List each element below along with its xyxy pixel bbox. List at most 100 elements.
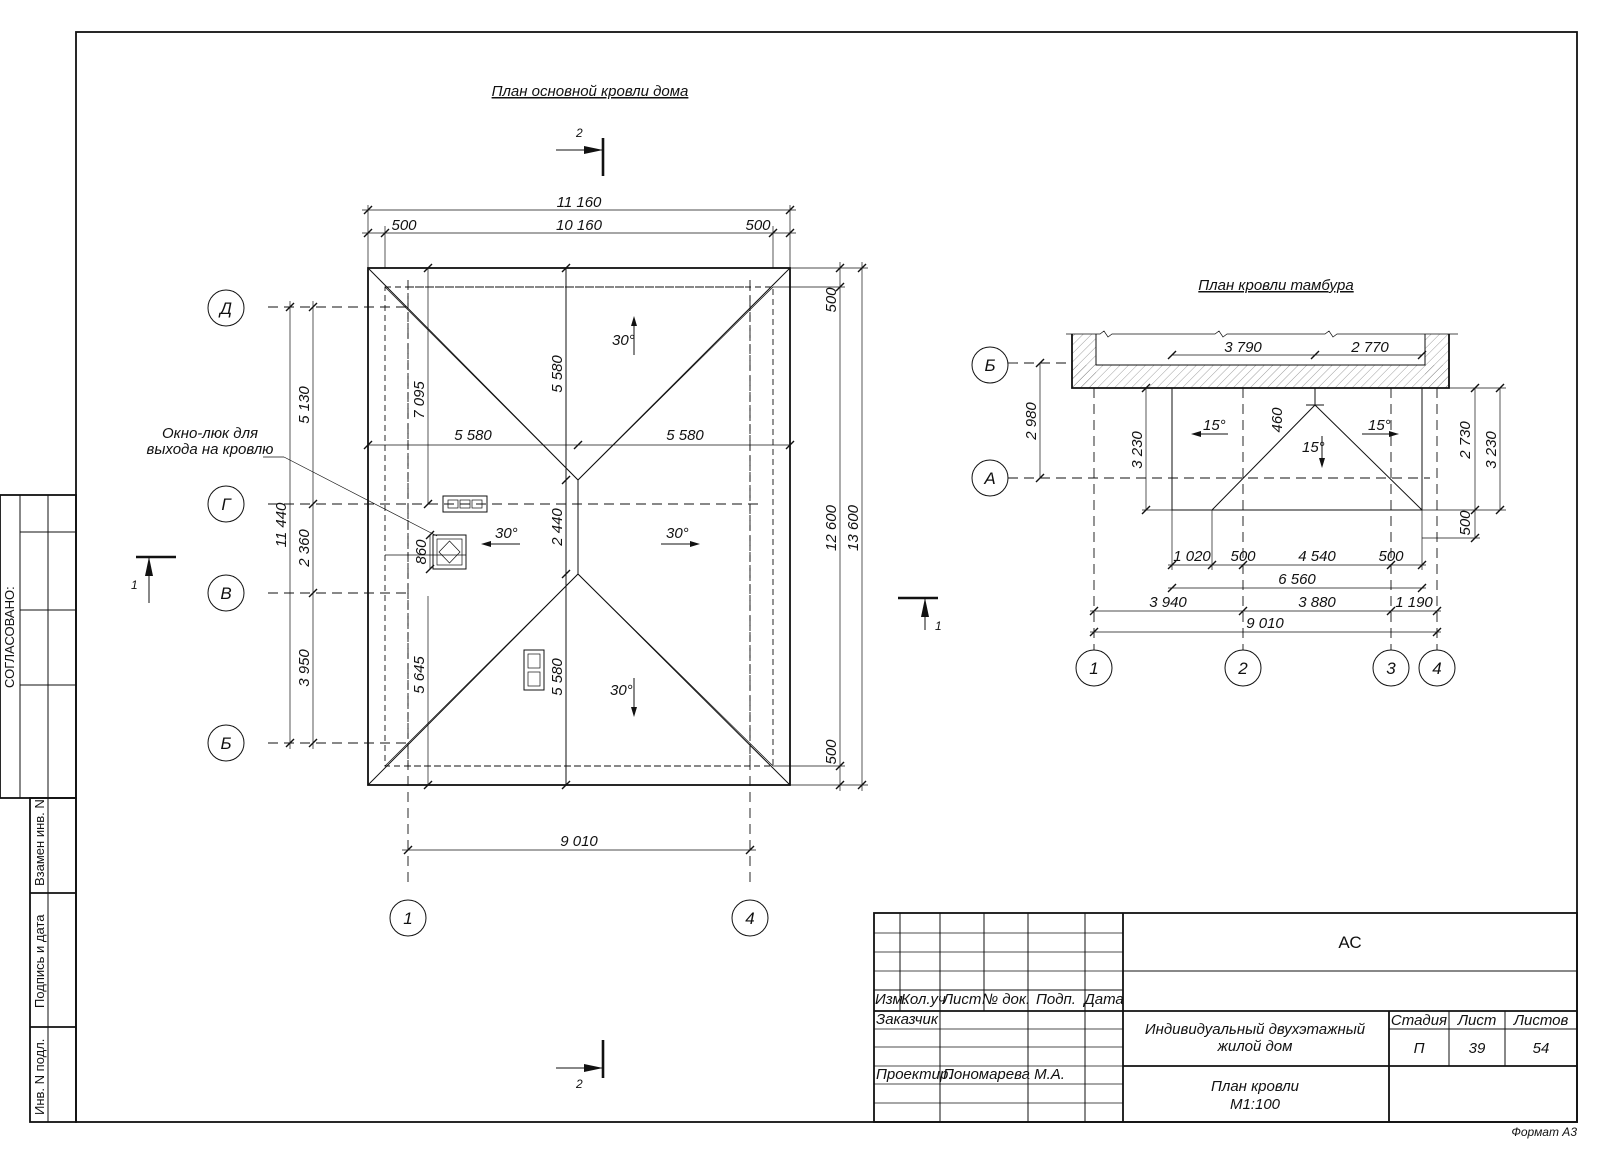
dim-label: 500 xyxy=(745,217,771,234)
vestibule-grid-lines xyxy=(1008,362,1438,650)
dims-top: 11 160 500 10 160 500 xyxy=(362,194,796,268)
dim-label: 3 230 xyxy=(1129,431,1146,469)
section-mark-1-left: 1 xyxy=(131,555,176,603)
dim-label: 5 580 xyxy=(454,427,492,444)
dim-label: 3 790 xyxy=(1224,339,1262,356)
section-mark-label: 1 xyxy=(131,578,138,592)
tb-sheet: 39 xyxy=(1469,1040,1486,1057)
side-stamp-replace-inv: Взамен инв. N xyxy=(32,799,47,886)
dim-label: 3 230 xyxy=(1483,431,1500,469)
vestibule-dims-bottom: 1 020 500 4 540 500 6 560 3 940 3 880 1 … xyxy=(1089,510,1442,637)
tb-stage-label: Стадия xyxy=(1391,1012,1447,1029)
main-roof-plan: План основной кровли дома 2 2 1 1 xyxy=(131,83,942,1091)
dim-label: 860 xyxy=(413,539,430,565)
tb-project-line1: Индивидуальный двухэтажный xyxy=(1145,1021,1366,1038)
slope-arrow-right: 30° xyxy=(661,525,700,547)
dims-inner: 7 095 5 580 5 580 5 580 2 440 5 580 5 64… xyxy=(363,263,795,790)
axis-label: В xyxy=(220,584,231,603)
section-mark-label: 2 xyxy=(575,126,583,140)
vestibule-axis-bubble-A: А xyxy=(971,459,1009,497)
dim-label: 500 xyxy=(823,739,840,765)
grid-axis-lines xyxy=(268,280,760,885)
vestibule-slope-down: 15° xyxy=(1302,436,1325,468)
tb-header-list: Лист xyxy=(942,991,982,1008)
main-plan-title: План основной кровли дома xyxy=(492,83,689,100)
vestibule-plan-title: План кровли тамбура xyxy=(1198,277,1353,294)
slope-label: 15° xyxy=(1368,417,1391,434)
dim-label: 2 730 xyxy=(1457,421,1474,460)
dim-label: 6 560 xyxy=(1278,571,1316,588)
chimney-bottom xyxy=(523,649,545,691)
slope-arrow-top: 30° xyxy=(612,316,637,355)
hatch-note-line1: Окно-люк для xyxy=(162,425,258,442)
vestibule-axis-bubble-1: 1 xyxy=(1075,649,1113,687)
dim-label: 5 580 xyxy=(666,427,704,444)
tb-code: АС xyxy=(1338,933,1361,952)
dim-label: 5 580 xyxy=(549,658,566,696)
dim-label: 3 880 xyxy=(1298,594,1336,611)
axis-label: 4 xyxy=(1432,659,1441,678)
tb-drawing-line2: М1:100 xyxy=(1230,1096,1281,1113)
section-mark-2-top: 2 xyxy=(556,126,605,176)
vestibule-dims-right: 2 730 3 230 500 xyxy=(1422,383,1506,543)
dim-label: 2 980 xyxy=(1023,402,1040,441)
tb-drawing-line1: План кровли xyxy=(1211,1078,1300,1095)
dims-bottom: 9 010 xyxy=(402,833,756,855)
tb-header-doc: № док. xyxy=(982,991,1030,1008)
axis-bubble-V: В xyxy=(207,574,245,612)
dim-label: 5 580 xyxy=(549,355,566,393)
dim-label: 7 095 xyxy=(411,381,428,419)
dim-label: 13 600 xyxy=(845,504,862,551)
dim-label: 2 770 xyxy=(1350,339,1389,356)
axis-label: 4 xyxy=(745,909,754,928)
side-stamp-sign-date: Подпись и дата xyxy=(32,914,47,1008)
vestibule-dims-top: 3 790 2 770 xyxy=(1167,339,1427,360)
sheet-frame xyxy=(75,31,1578,1123)
tb-sheet-label: Лист xyxy=(1457,1012,1497,1029)
vestibule-axis-bubble-4: 4 xyxy=(1418,649,1456,687)
dim-label: 500 xyxy=(823,287,840,313)
axis-bubble-1: 1 xyxy=(389,899,427,937)
section-mark-1-right: 1 xyxy=(898,596,942,633)
axis-label: А xyxy=(983,469,995,488)
dim-label: 3 940 xyxy=(1149,594,1187,611)
axis-label: Б xyxy=(220,734,231,753)
dim-label: 500 xyxy=(1378,548,1404,565)
axis-label: Б xyxy=(984,356,995,375)
axis-bubble-4: 4 xyxy=(731,899,769,937)
roof-outline xyxy=(367,267,791,786)
slope-arrow-bottom: 30° xyxy=(610,678,637,717)
dims-left: 11 440 5 130 2 360 3 950 xyxy=(273,301,318,749)
dim-label: 11 160 xyxy=(557,194,602,211)
axis-label: Д xyxy=(218,299,232,318)
tb-header-date: Дата xyxy=(1082,991,1124,1008)
dim-label: 500 xyxy=(1230,548,1256,565)
format-label: Формат А3 xyxy=(1511,1125,1577,1139)
dim-label: 500 xyxy=(1457,510,1474,536)
vestibule-axis-bubble-3: 3 xyxy=(1372,649,1410,687)
roof-hatch-icon xyxy=(432,534,467,570)
dim-label: 4 540 xyxy=(1298,548,1336,565)
dim-label: 1 190 xyxy=(1395,594,1433,611)
tb-sheets-label: Листов xyxy=(1513,1012,1569,1029)
axis-bubble-D: Д xyxy=(207,289,245,327)
side-stamp-agreed: СОГЛАСОВАНО: xyxy=(2,586,17,688)
axis-bubble-B: Б xyxy=(207,724,245,762)
vestibule-slope-left: 15° xyxy=(1191,417,1228,437)
dim-label: 2 360 xyxy=(296,529,313,568)
tb-stage: П xyxy=(1414,1040,1425,1057)
slope-label: 15° xyxy=(1203,417,1226,434)
dims-right: 500 12 600 13 600 500 xyxy=(773,262,868,791)
tb-designer-name: Пономарева М.А. xyxy=(943,1066,1065,1083)
vestibule-axis-bubble-2: 2 xyxy=(1224,649,1262,687)
tb-customer: Заказчик xyxy=(876,1011,939,1028)
dim-label: 1 020 xyxy=(1173,548,1211,565)
dim-label: 12 600 xyxy=(823,504,840,551)
vestibule-slope-right: 15° xyxy=(1362,417,1399,437)
dim-label: 2 440 xyxy=(549,508,566,547)
tb-header-izm: Изм. xyxy=(875,991,907,1008)
tb-sheets: 54 xyxy=(1533,1040,1550,1057)
side-stamp: СОГЛАСОВАНО: Взамен инв. N Подпись и дат… xyxy=(0,494,77,1123)
slope-label: 15° xyxy=(1302,439,1325,456)
tb-header-kolvo: Кол.уч xyxy=(901,991,946,1008)
